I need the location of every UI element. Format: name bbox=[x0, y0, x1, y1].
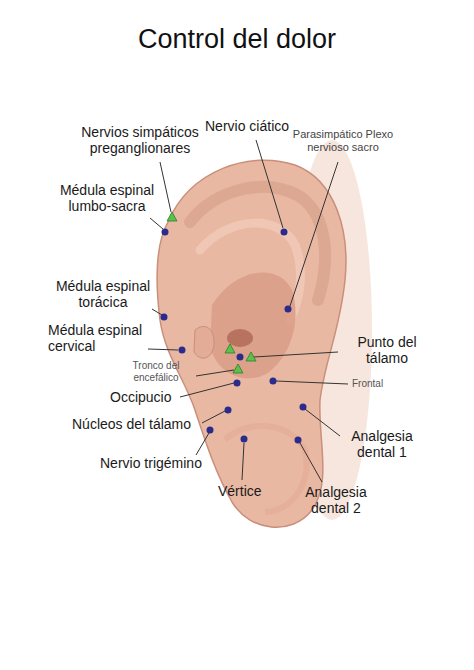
tragus bbox=[194, 326, 214, 358]
point-label: Frontal bbox=[352, 378, 383, 390]
lobe-shade bbox=[225, 426, 307, 512]
point-label: Núcleos del tálamo bbox=[72, 416, 191, 432]
green-triangles bbox=[167, 212, 256, 373]
point-label: Médula espinal cervical bbox=[48, 322, 152, 354]
title: Control del dolor bbox=[0, 24, 474, 55]
point-label: Vértice bbox=[218, 483, 262, 499]
point-label: Médula espinal torácica bbox=[48, 278, 158, 310]
point-label: Analgesia dental 2 bbox=[290, 484, 382, 516]
point-label: Nervio trigémino bbox=[100, 455, 202, 471]
acupoint-dots bbox=[161, 229, 307, 444]
point-label: Nervio ciático bbox=[205, 118, 289, 134]
point-label: Punto del tálamo bbox=[342, 334, 432, 366]
ear-outline bbox=[157, 160, 346, 527]
point-label: Parasimpático Plexo nervioso sacro bbox=[282, 128, 404, 153]
point-label: Nervios simpáticos preganglionares bbox=[70, 124, 210, 156]
point-label: Médula espinal lumbo-sacra bbox=[52, 182, 162, 214]
point-label: Analgesia dental 1 bbox=[336, 428, 428, 460]
concha bbox=[210, 272, 296, 378]
ear-canal bbox=[227, 329, 253, 347]
point-label: Occipucio bbox=[110, 389, 171, 405]
point-label: Tronco del encefálico bbox=[116, 360, 196, 383]
